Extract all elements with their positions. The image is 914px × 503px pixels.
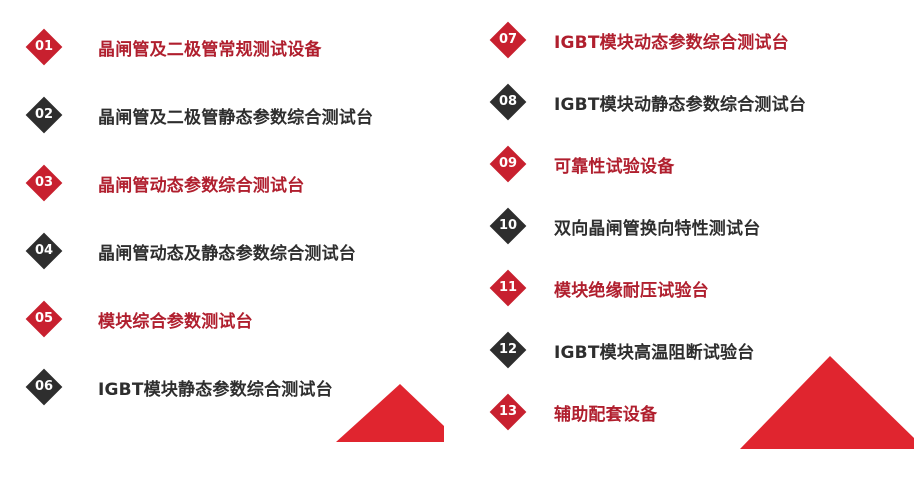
badge-number: 06 (34, 379, 54, 394)
list-item-08[interactable]: 08 IGBT模块动静态参数综合测试台 (489, 83, 807, 121)
item-label: 晶闸管动态参数综合测试台 (98, 175, 305, 196)
badge-number: 12 (498, 342, 518, 357)
item-label: 晶闸管及二极管常规测试设备 (98, 39, 322, 60)
list-item-10[interactable]: 10 双向晶闸管换向特性测试台 (489, 207, 761, 245)
list-item-02[interactable]: 02 晶闸管及二极管静态参数综合测试台 (25, 96, 374, 134)
badge-number: 09 (498, 156, 518, 171)
item-label: 辅助配套设备 (554, 404, 658, 425)
number-badge: 05 (25, 300, 63, 338)
number-badge: 12 (489, 331, 527, 369)
item-label: 模块综合参数测试台 (98, 311, 253, 332)
badge-number: 04 (34, 243, 54, 258)
decorative-triangle-right (740, 356, 914, 449)
number-badge: 10 (489, 207, 527, 245)
number-badge: 07 (489, 21, 527, 59)
list-item-07[interactable]: 07 IGBT模块动态参数综合测试台 (489, 21, 789, 59)
item-label: 模块绝缘耐压试验台 (554, 280, 709, 301)
badge-number: 07 (498, 32, 518, 47)
badge-number: 08 (498, 94, 518, 109)
number-badge: 03 (25, 164, 63, 202)
item-label: 晶闸管动态及静态参数综合测试台 (98, 243, 356, 264)
number-badge: 02 (25, 96, 63, 134)
list-item-03[interactable]: 03 晶闸管动态参数综合测试台 (25, 164, 305, 202)
list-item-01[interactable]: 01 晶闸管及二极管常规测试设备 (25, 28, 322, 66)
number-badge: 09 (489, 145, 527, 183)
badge-number: 10 (498, 218, 518, 233)
number-badge: 08 (489, 83, 527, 121)
number-badge: 06 (25, 368, 63, 406)
number-badge: 04 (25, 232, 63, 270)
badge-number: 02 (34, 107, 54, 122)
list-item-09[interactable]: 09 可靠性试验设备 (489, 145, 675, 183)
number-badge: 01 (25, 28, 63, 66)
list-item-11[interactable]: 11 模块绝缘耐压试验台 (489, 269, 709, 307)
badge-number: 13 (498, 404, 518, 419)
list-item-04[interactable]: 04 晶闸管动态及静态参数综合测试台 (25, 232, 356, 270)
badge-number: 01 (34, 39, 54, 54)
decorative-triangle-left (336, 384, 444, 442)
badge-number: 05 (34, 311, 54, 326)
list-item-05[interactable]: 05 模块综合参数测试台 (25, 300, 253, 338)
badge-number: 11 (498, 280, 518, 295)
item-label: IGBT模块动态参数综合测试台 (554, 32, 789, 53)
item-label: IGBT模块动静态参数综合测试台 (554, 94, 807, 115)
list-item-13[interactable]: 13 辅助配套设备 (489, 393, 658, 431)
item-label: 可靠性试验设备 (554, 156, 675, 177)
item-label: IGBT模块静态参数综合测试台 (98, 379, 333, 400)
list-item-12[interactable]: 12 IGBT模块高温阻断试验台 (489, 331, 755, 369)
item-label: 晶闸管及二极管静态参数综合测试台 (98, 107, 374, 128)
item-label: 双向晶闸管换向特性测试台 (554, 218, 761, 239)
item-label: IGBT模块高温阻断试验台 (554, 342, 755, 363)
number-badge: 11 (489, 269, 527, 307)
number-badge: 13 (489, 393, 527, 431)
list-item-06[interactable]: 06 IGBT模块静态参数综合测试台 (25, 368, 333, 406)
badge-number: 03 (34, 175, 54, 190)
